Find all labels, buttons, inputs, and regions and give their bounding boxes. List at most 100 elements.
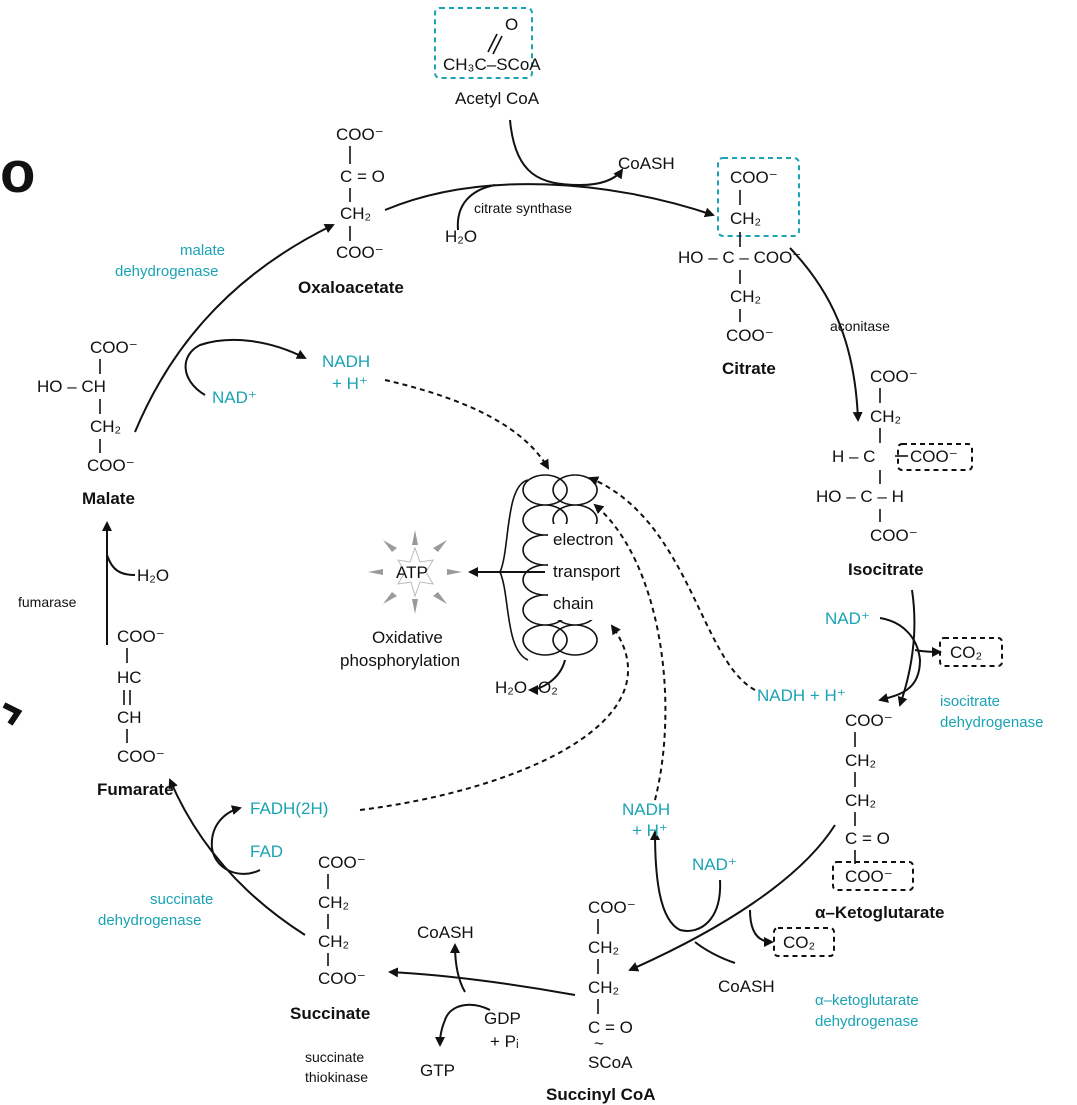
- acetyl-coa: O CH₃C–SCoA Acetyl CoA: [434, 7, 541, 108]
- fumarate-line-1: COO⁻: [117, 627, 165, 646]
- h2o-entry-curve: [456, 184, 496, 231]
- isocitrate-line-2: CH₂: [870, 407, 901, 426]
- isocitrate-coo-box: [897, 443, 973, 471]
- gtp: GTP: [420, 1061, 455, 1080]
- malate: COO⁻ HO – CH CH₂ COO⁻ Malate: [37, 338, 138, 508]
- co2-1-box: [939, 637, 1003, 667]
- coash-3: CoASH: [417, 923, 474, 942]
- oaa-line-4: COO⁻: [336, 243, 384, 262]
- citrate-line-2: CH₂: [730, 209, 761, 228]
- aconitase-arrow: [789, 247, 863, 422]
- malate-line-1: COO⁻: [90, 338, 138, 357]
- isocitrate-dh-label-2: dehydrogenase: [940, 714, 1043, 731]
- atp-burst: ATP Oxidative phosphorylation: [340, 530, 462, 670]
- oxphos-line-2: phosphorylation: [340, 651, 460, 670]
- isocitrate-name: Isocitrate: [848, 560, 924, 579]
- fumarate-line-4: COO⁻: [117, 747, 165, 766]
- h2o-2: H₂O: [137, 566, 169, 585]
- akg-coo-box: [832, 861, 914, 891]
- malate-dh-label-1: malate: [180, 242, 225, 259]
- akg-dh-label-2: dehydrogenase: [815, 1013, 918, 1030]
- electron-transport-chain: electron transport chain H₂O O₂: [468, 474, 634, 697]
- succinate-line-1: COO⁻: [318, 853, 366, 872]
- succinyl-coa-name: Succinyl CoA: [546, 1085, 656, 1104]
- citrate-synthase-label: citrate synthase: [474, 200, 572, 216]
- nadh-3-to-etc: [384, 379, 550, 470]
- thiokinase-label-2: thiokinase: [305, 1069, 368, 1085]
- coash-1: CoASH: [618, 154, 675, 173]
- succinate-dh-label-1: succinate: [150, 891, 213, 908]
- acetyl-coa-name: Acetyl CoA: [455, 89, 540, 108]
- fad: FAD: [250, 842, 283, 861]
- nadh-3-line-1: NADH: [322, 352, 370, 371]
- h2o-1: H₂O: [445, 227, 477, 246]
- succinate-line-2: CH₂: [318, 893, 349, 912]
- citrate-line-3: HO – C – COO⁻: [678, 248, 801, 267]
- akg-line-2: CH₂: [845, 751, 876, 770]
- citrate-name: Citrate: [722, 359, 776, 378]
- nad-to-nadh-curve-3: [184, 338, 307, 396]
- co2-2: CO₂: [783, 933, 815, 952]
- succinylcoa-line-5: SCoA: [588, 1053, 633, 1072]
- isocitrate-dh-arrow: [897, 589, 916, 707]
- akg-line-4: C = O: [845, 829, 890, 848]
- malate-dh-label-2: dehydrogenase: [115, 263, 218, 280]
- isocitrate-line-3: H – C: [832, 447, 875, 466]
- gdp-to-gtp-curve: [435, 1003, 491, 1047]
- h2o-2-entry: [106, 554, 136, 576]
- thiokinase-label-1: succinate: [305, 1049, 364, 1065]
- nad-to-nadh-curve-2: [650, 830, 722, 932]
- akg-line-3: CH₂: [845, 791, 876, 810]
- fumarate-line-2: HC: [117, 668, 142, 687]
- nad-to-nadh-curve-1: [878, 617, 922, 703]
- succinate-line-3: CH₂: [318, 932, 349, 951]
- citrate-highlight-box: [717, 157, 800, 237]
- succinate-dh-label-2: dehydrogenase: [98, 912, 201, 929]
- isocitrate-line-1: COO⁻: [870, 367, 918, 386]
- nad-2: NAD⁺: [692, 855, 737, 874]
- co2-2-box: [773, 927, 835, 957]
- citrate-line-1: COO⁻: [730, 168, 778, 187]
- citrate: COO⁻ CH₂ HO – C – COO⁻ CH₂ COO⁻ Citrate: [678, 157, 801, 378]
- malate-line-4: COO⁻: [87, 456, 135, 475]
- isocitrate-dh-label-1: isocitrate: [940, 693, 1000, 710]
- gdp-line-2: + Pᵢ: [490, 1032, 519, 1051]
- oaa-line-1: COO⁻: [336, 125, 384, 144]
- akg-dh-arrow: [628, 824, 836, 972]
- oaa-line-2: C = O: [340, 167, 385, 186]
- succinylcoa-line-4: C = O: [588, 1018, 633, 1037]
- succinyl-coa: COO⁻ CH₂ CH₂ C = O ~ SCoA Succinyl CoA: [546, 898, 656, 1104]
- acetyl-formula: CH₃C–SCoA: [443, 55, 541, 74]
- akg-line-5: COO⁻: [845, 867, 893, 886]
- isocitrate-line-6: COO⁻: [870, 526, 918, 545]
- etc-complexes-left: [522, 474, 568, 656]
- co2-1: CO₂: [950, 643, 982, 662]
- akg-dh-label-1: α–ketoglutarate: [815, 992, 919, 1009]
- fadh-to-etc: [359, 624, 629, 811]
- fadh: FADH(2H): [250, 799, 328, 818]
- malate-name: Malate: [82, 489, 135, 508]
- nadh-1: NADH + H⁺: [757, 686, 846, 705]
- oxaloacetate: COO⁻ C = O CH₂ COO⁻ Oxaloacetate: [298, 125, 404, 297]
- fumarate-line-3: CH: [117, 708, 142, 727]
- cropped-glyph-bottom: [2, 702, 23, 726]
- nadh-3-line-2: + H⁺: [332, 374, 368, 393]
- oxaloacetate-name: Oxaloacetate: [298, 278, 404, 297]
- etc-h2o: H₂O: [495, 678, 527, 697]
- isocitrate-line-4: COO⁻: [910, 447, 958, 466]
- akg-line-1: COO⁻: [845, 711, 893, 730]
- acetyl-entry-arrow: [509, 119, 624, 187]
- nadh-2-line-2: + H⁺: [632, 821, 668, 840]
- aconitase-label: aconitase: [830, 318, 890, 334]
- fumarate-name: Fumarate: [97, 780, 174, 799]
- nadh-2-line-1: NADH: [622, 800, 670, 819]
- burst-rays: [368, 530, 462, 614]
- co2-release-2: [749, 909, 774, 947]
- succinate: COO⁻ CH₂ CH₂ COO⁻ Succinate: [290, 853, 370, 1023]
- thiokinase-arrow: [388, 967, 576, 996]
- alpha-ketoglutarate: COO⁻ CH₂ CH₂ C = O COO⁻ α–Ketoglutarate: [815, 711, 944, 922]
- citrate-synthase-arrow: [384, 183, 715, 218]
- thioester-tilde: ~: [594, 1034, 604, 1053]
- succinylcoa-line-3: CH₂: [588, 978, 619, 997]
